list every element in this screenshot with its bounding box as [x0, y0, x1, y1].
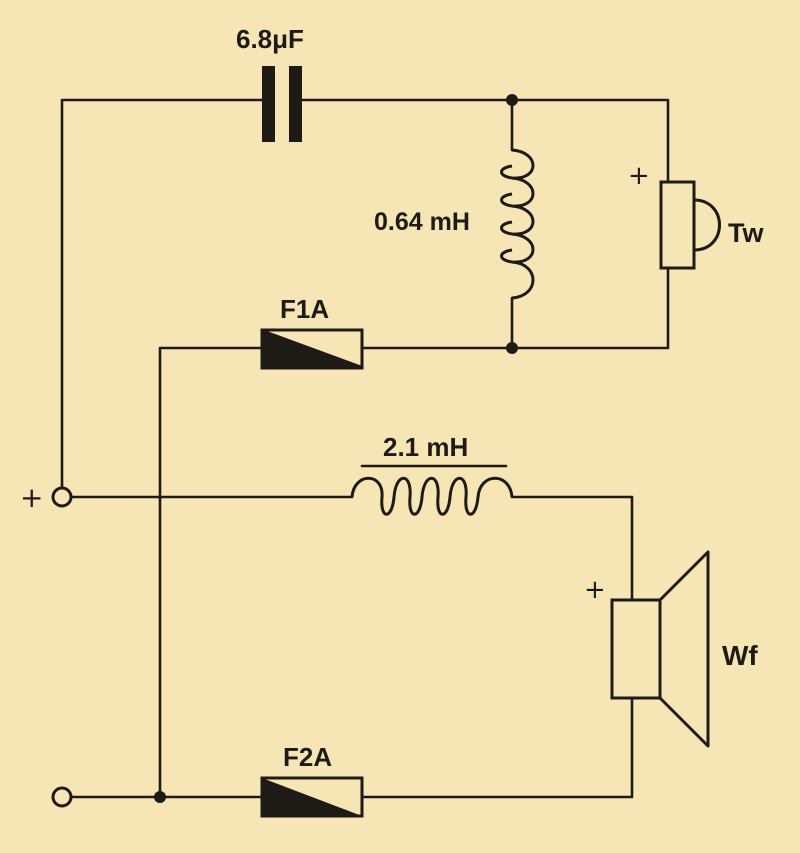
- woofer: [610, 550, 710, 748]
- junction-dot: [506, 342, 518, 354]
- wire-left-vertical: [60, 98, 264, 492]
- woofer-label: Wf: [722, 640, 758, 671]
- woofer-inductor: [350, 476, 514, 516]
- tweeter-label: Tw: [728, 218, 764, 248]
- fuse-f2: [260, 776, 364, 818]
- input-terminal-minus: [51, 786, 73, 808]
- wires: [60, 98, 670, 799]
- junction-dot: [154, 791, 166, 803]
- junction-dot: [506, 94, 518, 106]
- tweeter-inductor: [500, 148, 535, 300]
- wire-l2-right: [510, 495, 634, 602]
- fuse-f1: [260, 328, 364, 370]
- woofer-plus-sign: +: [584, 575, 606, 605]
- wire-tweeter-return: [360, 266, 670, 350]
- tweeter-inductor-label: 0.64 mH: [374, 208, 470, 236]
- tweeter-plus-sign: +: [628, 161, 650, 191]
- fuse-f2-label: F2A: [283, 742, 332, 772]
- input-plus-sign: +: [20, 481, 43, 514]
- fuse-f1-label: F1A: [280, 294, 329, 324]
- wire-top-right: [300, 98, 670, 184]
- input-terminal-plus: [51, 486, 73, 508]
- woofer-inductor-label: 2.1 mH: [383, 432, 468, 462]
- wire-f1-left: [158, 346, 264, 799]
- wire-woofer-return: [360, 696, 634, 799]
- capacitor: [262, 66, 302, 142]
- capacitor-label: 6.8μF: [236, 24, 304, 54]
- tweeter: [659, 180, 721, 270]
